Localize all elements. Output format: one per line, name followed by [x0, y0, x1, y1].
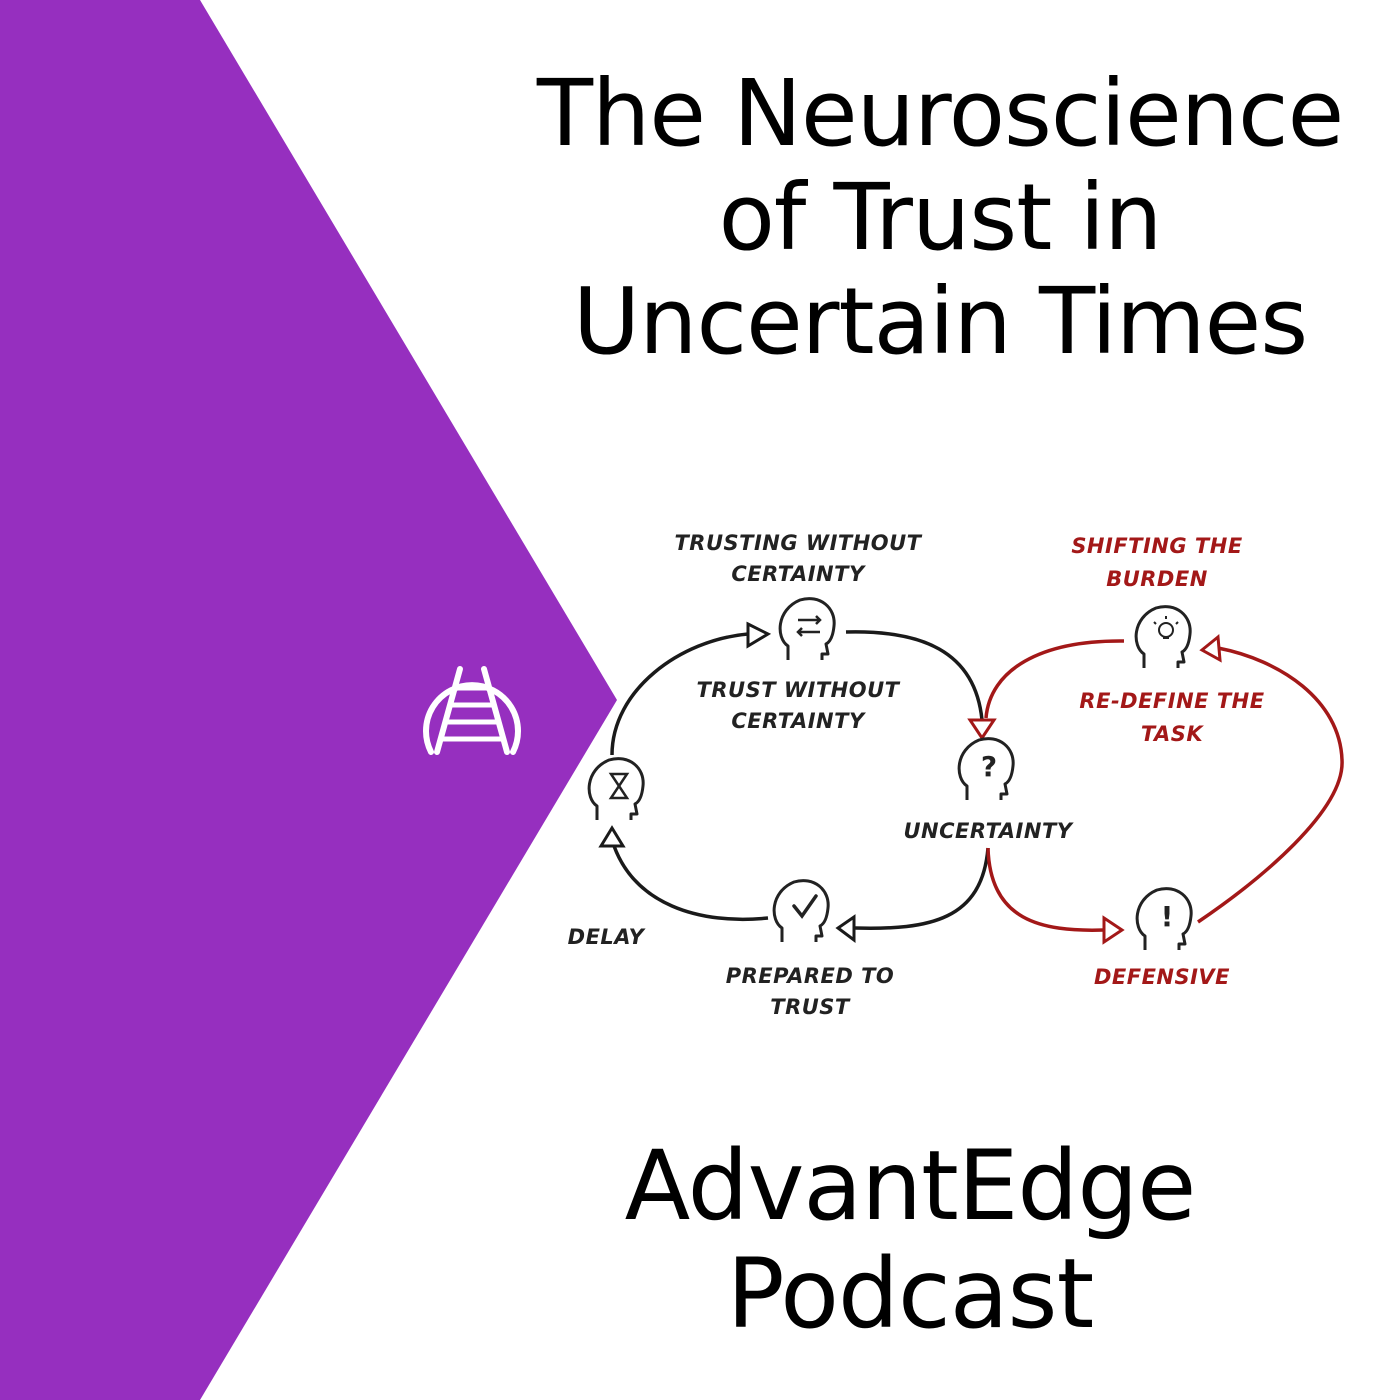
arrow-to-trust [746, 621, 772, 649]
footer-line-1: AdvantEdge [624, 1130, 1197, 1242]
podcast-name: AdvantEdge Podcast [520, 1132, 1300, 1348]
black-loop [610, 630, 990, 930]
question-mark-icon: ? [981, 750, 997, 783]
footer-line-2: Podcast [726, 1238, 1094, 1350]
head-defensive: ! [1135, 887, 1193, 952]
label-defensive: DEFENSIVE [1094, 965, 1230, 989]
arrow-to-delay [598, 825, 626, 848]
head-prepared-to-trust [772, 879, 830, 944]
label-redefine-the-task-2: TASK [1141, 722, 1205, 746]
label-shifting-the-burden-1: SHIFTING THE [1071, 534, 1243, 558]
label-prepared-to-trust-1: PREPARED TO [726, 964, 895, 988]
label-trusting-without-certainty-1: TRUSTING WITHOUT [674, 531, 922, 555]
label-redefine-the-task-1: RE-DEFINE THE [1079, 689, 1264, 713]
exchange-arrows-icon [796, 615, 822, 637]
lightbulb-icon [1153, 616, 1179, 639]
label-shifting-the-burden-2: BURDEN [1106, 567, 1208, 591]
head-trust-without-certainty [778, 597, 836, 662]
label-uncertainty: UNCERTAINTY [904, 819, 1074, 843]
title-line-1: The Neuroscience [536, 60, 1344, 167]
arrow-to-uncertainty [967, 718, 997, 741]
title-line-3: Uncertain Times [572, 268, 1308, 375]
label-prepared-to-trust-2: TRUST [770, 995, 851, 1019]
red-loop [984, 639, 1344, 932]
railway-track-arch-icon [423, 666, 521, 755]
exclamation-icon: ! [1161, 900, 1174, 933]
hourglass-icon [608, 772, 630, 800]
title-line-2: of Trust in [718, 164, 1163, 271]
label-trusting-without-certainty-2: CERTAINTY [731, 562, 866, 586]
head-redefine [1134, 605, 1192, 670]
head-uncertainty: ? [957, 737, 1015, 802]
episode-title: The Neuroscience of Trust in Uncertain T… [500, 62, 1380, 374]
label-trust-without-certainty-2: CERTAINTY [731, 709, 866, 733]
arrow-to-defensive [1102, 915, 1125, 945]
arrow-to-redefine [1199, 634, 1222, 663]
label-trust-without-certainty-1: TRUST WITHOUT [697, 678, 901, 702]
label-delay: DELAY [568, 925, 646, 949]
checkmark-icon [792, 894, 818, 919]
arrow-to-prepared [835, 914, 856, 943]
head-delay [587, 757, 645, 822]
chevron-polygon [0, 0, 617, 1400]
